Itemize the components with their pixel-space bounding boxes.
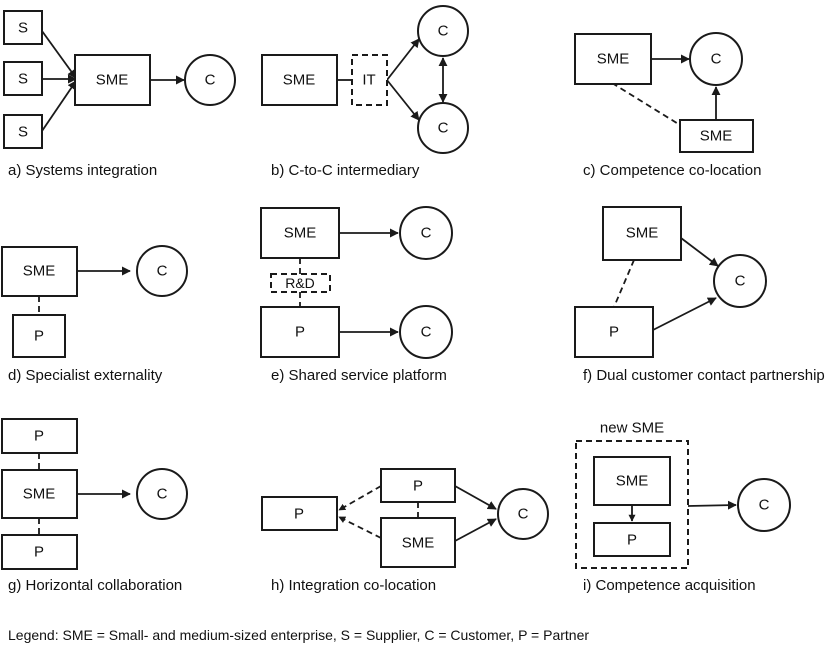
partner-label: P	[609, 324, 619, 341]
it-label: IT	[362, 72, 375, 89]
sme-box	[260, 207, 340, 259]
partner-label-top: P	[413, 478, 423, 495]
sme-label: SME	[23, 486, 56, 503]
customer-circle	[136, 245, 188, 297]
sme-box	[74, 54, 151, 106]
rd-label: R&D	[285, 275, 315, 291]
partner-box-top	[1, 418, 78, 454]
caption-f: f) Dual customer contact partnership	[583, 367, 825, 384]
sme-label: SME	[283, 72, 316, 89]
partner-label: P	[627, 532, 637, 549]
partner-box	[12, 314, 66, 358]
supplier-box-2	[3, 61, 43, 96]
customer-circle	[713, 254, 767, 308]
caption-h: h) Integration co-location	[271, 577, 436, 594]
partner-box	[593, 522, 671, 557]
partner-label-left: P	[294, 506, 304, 523]
customer-circle	[184, 54, 236, 106]
caption-d: d) Specialist externality	[8, 367, 163, 384]
caption-b: b) C-to-C intermediary	[271, 162, 420, 179]
customer-label: C	[759, 497, 770, 514]
panel-g-horizontal-collaboration: P SME P C g) Horizontal collaboration	[1, 418, 188, 594]
sme-label: SME	[616, 473, 649, 490]
sme-label: SME	[626, 225, 659, 242]
customer-label: C	[518, 506, 529, 523]
customer-circle	[689, 32, 743, 86]
panel-h-integration-co-location: P P SME C h) Integration co-location	[261, 468, 549, 594]
caption-a: a) Systems integration	[8, 162, 157, 179]
sme-label-bottom: SME	[700, 128, 733, 145]
panel-a-systems-integration: S S S SME C a) Systems integration	[3, 10, 236, 179]
new-sme-label: new SME	[600, 420, 664, 437]
rd-box	[270, 273, 331, 293]
customer-circle-top	[417, 5, 469, 57]
panel-i-competence-acquisition: new SME SME P C i) Competence acquisitio…	[575, 420, 791, 594]
partner-box	[260, 306, 340, 358]
sme-box	[261, 54, 338, 106]
partner-label: P	[34, 328, 44, 345]
sme-label: SME	[96, 72, 129, 89]
customer-label: C	[157, 263, 168, 280]
sme-box	[1, 246, 78, 297]
caption-i: i) Competence acquisition	[583, 577, 756, 594]
sme-box	[1, 469, 78, 519]
panel-d-specialist-externality: SME P C d) Specialist externality	[1, 245, 188, 384]
panel-e-shared-service-platform: SME R&D P C C e) Shared service platform	[260, 206, 453, 384]
sme-label: SME	[402, 535, 435, 552]
panel-b-c-to-c-intermediary: SME IT C C b) C-to-C intermediary	[261, 5, 469, 179]
partner-box	[574, 306, 654, 358]
customer-label: C	[735, 273, 746, 290]
legend-text: Legend: SME = Small- and medium-sized en…	[8, 627, 589, 643]
panel-c-competence-co-location: SME C SME c) Competence co-location	[574, 32, 761, 179]
supplier-label-3: S	[18, 124, 28, 141]
sme-label-top: SME	[597, 51, 630, 68]
partner-box-left	[261, 496, 338, 531]
customer-label: C	[205, 72, 216, 89]
partner-box-top	[380, 468, 456, 503]
panel-f-dual-customer-contact-partnership: SME P C f) Dual customer contact partner…	[574, 206, 825, 384]
customer-label: C	[157, 486, 168, 503]
supplier-label-1: S	[18, 20, 28, 37]
partner-label-top: P	[34, 428, 44, 445]
it-box	[351, 54, 388, 106]
caption-e: e) Shared service platform	[271, 367, 447, 384]
supplier-label-2: S	[18, 71, 28, 88]
customer-circle-top	[399, 206, 453, 260]
customer-circle-bottom	[399, 305, 453, 359]
supplier-box-3	[3, 114, 43, 149]
customer-circle-bottom	[417, 102, 469, 154]
sme-label: SME	[23, 263, 56, 280]
sme-box	[380, 517, 456, 568]
supplier-box-1	[3, 10, 43, 45]
customer-circle	[737, 478, 791, 532]
customer-label-top: C	[421, 225, 432, 242]
sme-box-top	[574, 33, 652, 85]
partner-label: P	[295, 324, 305, 341]
customer-label-bottom: C	[438, 120, 449, 137]
sme-box-bottom	[679, 119, 754, 153]
customer-label-bottom: C	[421, 324, 432, 341]
customer-label-top: C	[438, 23, 449, 40]
partner-box-bottom	[1, 534, 78, 570]
caption-g: g) Horizontal collaboration	[8, 577, 182, 594]
customer-circle	[497, 488, 549, 540]
sme-label: SME	[284, 225, 317, 242]
partner-label-bottom: P	[34, 544, 44, 561]
sme-box	[602, 206, 682, 261]
caption-c: c) Competence co-location	[583, 162, 761, 179]
customer-label: C	[711, 51, 722, 68]
customer-circle	[136, 468, 188, 520]
